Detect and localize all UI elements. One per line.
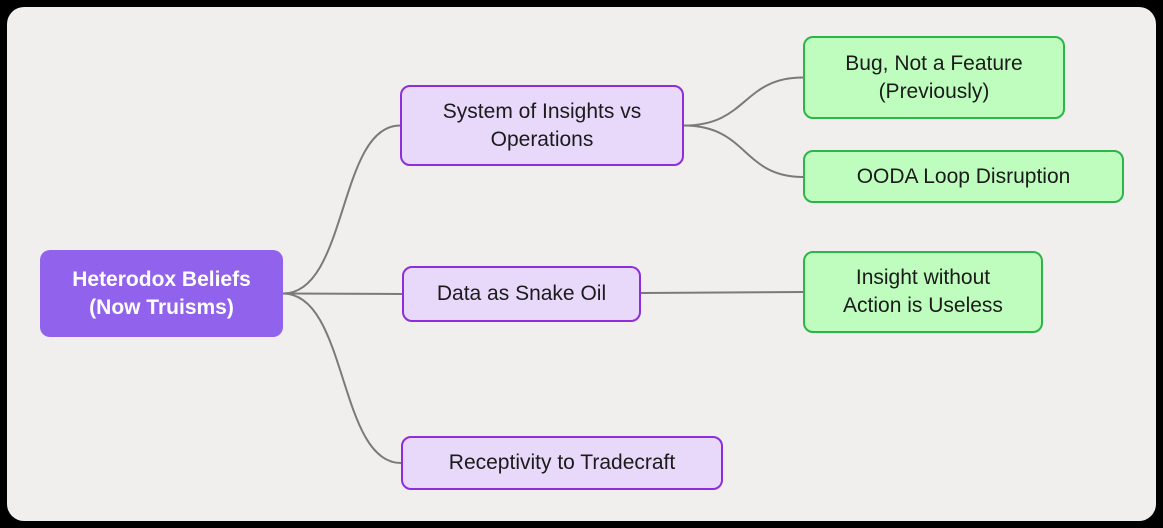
node-label: Data as Snake Oil [436, 282, 607, 306]
node-label: OODA Loop Disruption [856, 164, 1071, 188]
node-system-of-insights[interactable]: System of Insights vs Operations [400, 85, 684, 166]
node-ooda-loop-disruption[interactable]: OODA Loop Disruption [803, 150, 1124, 203]
node-root-label: Heterodox Beliefs (Now Truisms) [72, 267, 251, 319]
node-label: System of Insights vs Operations [442, 99, 642, 151]
node-insight-without-action[interactable]: Insight without Action is Useless [803, 251, 1043, 333]
node-label: Insight without Action is Useless [843, 266, 1003, 317]
node-receptivity-to-tradecraft[interactable]: Receptivity to Tradecraft [401, 436, 723, 490]
node-data-as-snake-oil[interactable]: Data as Snake Oil [402, 266, 641, 322]
node-label: Receptivity to Tradecraft [448, 451, 676, 475]
node-label: Bug, Not a Feature (Previously) [845, 51, 1023, 103]
node-bug-not-a-feature[interactable]: Bug, Not a Feature (Previously) [803, 36, 1065, 119]
node-root[interactable]: Heterodox Beliefs (Now Truisms) [40, 250, 283, 337]
